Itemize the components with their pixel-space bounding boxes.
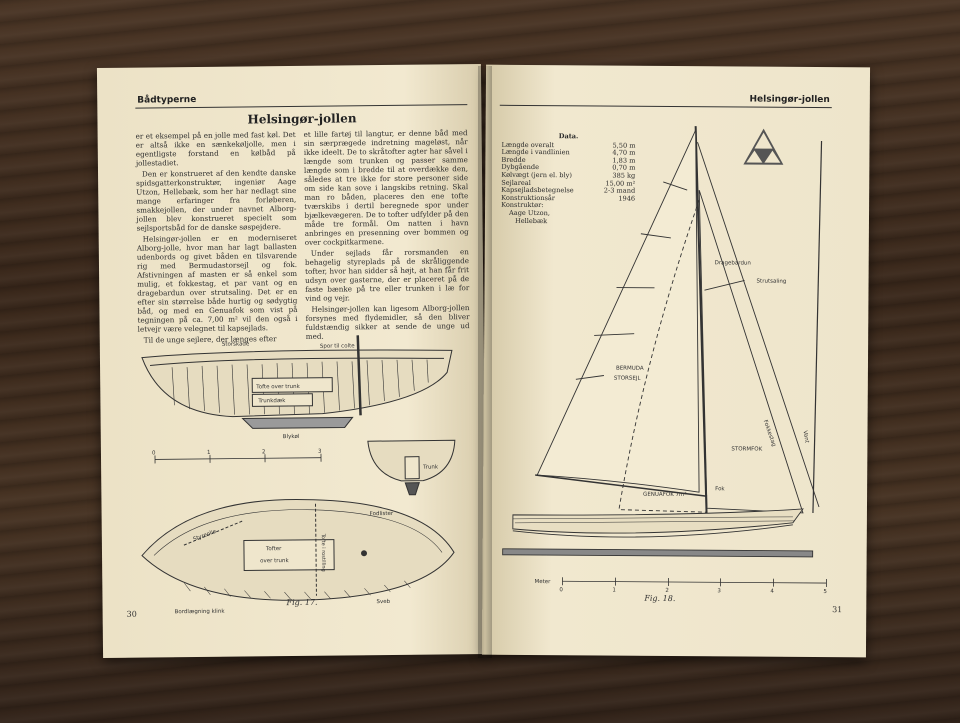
hull-plan-drawing: Storskade Spor til colte Tofte over trun… (141, 335, 456, 616)
label-stormfok: STORMFOK (731, 446, 762, 452)
label-blykol: Blykøl (283, 434, 300, 440)
label-trunkdaek: Trunkdæk (257, 398, 286, 404)
label-over-trunk: over trunk (260, 558, 289, 564)
left-running-head: Bådtyperne (137, 94, 197, 106)
page-number: 30 (126, 609, 137, 619)
scale-tick: 1 (612, 588, 616, 594)
label-fok: Fok (715, 486, 725, 492)
label-genuafok: GENUAFOK 7m² (643, 491, 687, 498)
label-tofter: Tofter (265, 546, 282, 552)
scale-tick: 5 (823, 589, 827, 595)
text-column-2: et lille fartøj til langtur, er denne bå… (304, 128, 470, 343)
left-page: Bådtyperne Helsingør-jollen er et eksemp… (96, 64, 488, 658)
scale-tick: 0 (559, 587, 563, 593)
label-sveb: Sveb (376, 599, 390, 605)
scale-label: Meter (534, 579, 551, 585)
label-tofte-i-rostilling: Tofte i rostilling (320, 533, 326, 572)
label-spor: Spor til colte (320, 343, 355, 349)
right-header-rule (499, 104, 832, 109)
paragraph: Helsingør-jollen er en moderniseret Albo… (136, 232, 298, 334)
label-vant: Vant (802, 430, 810, 444)
label-trunk: Trunk (422, 464, 439, 470)
class-emblem-icon (743, 128, 784, 165)
label-fodlister: Fodlister (370, 511, 394, 517)
page-number: 31 (832, 605, 843, 615)
label-strutsaling: Strutsaling (757, 279, 787, 285)
text-column-1: er et eksempel på en jolle med fast køl.… (136, 130, 298, 347)
scale-tick: 3 (318, 449, 322, 455)
scale-tick: 0 (152, 450, 156, 456)
scale-tick: 3 (717, 588, 721, 594)
scale-tick: 2 (262, 449, 266, 455)
label-tofte-over-trunk: Tofte over trunk (255, 384, 300, 390)
label-bermuda: BERMUDA (616, 366, 644, 372)
label-dragebardun: Dragebardun (715, 260, 752, 266)
open-book: Bådtyperne Helsingør-jollen er et eksemp… (96, 64, 871, 664)
label-storsejl: STORSEJL (614, 376, 642, 382)
figure-caption: Fig. 18. (644, 593, 676, 604)
paragraph: er et eksempel på en jolle med fast køl.… (135, 129, 296, 168)
page-title: Helsingør-jollen (247, 111, 357, 127)
book-spine (478, 66, 492, 658)
label-bordlaegning: Bordlægning klink (175, 609, 226, 616)
sail-plan-drawing: BERMUDA STORSEJL STORMFOK GENUAFOK 7m² D… (502, 126, 827, 595)
scale-tick: 4 (770, 589, 774, 595)
figure-caption: Fig. 17. (286, 597, 318, 608)
paragraph: et lille fartøj til langtur, er denne bå… (303, 128, 469, 247)
paragraph: Under sejlads får rorsmanden en behageli… (304, 247, 470, 303)
right-running-head: Helsingør-jollen (749, 94, 830, 106)
paragraph: Den er konstrueret af den kendte danske … (136, 167, 297, 233)
label-storskade: Storskade (222, 341, 250, 347)
scale-tick: 1 (207, 450, 211, 456)
scale-tick: 2 (665, 588, 669, 594)
